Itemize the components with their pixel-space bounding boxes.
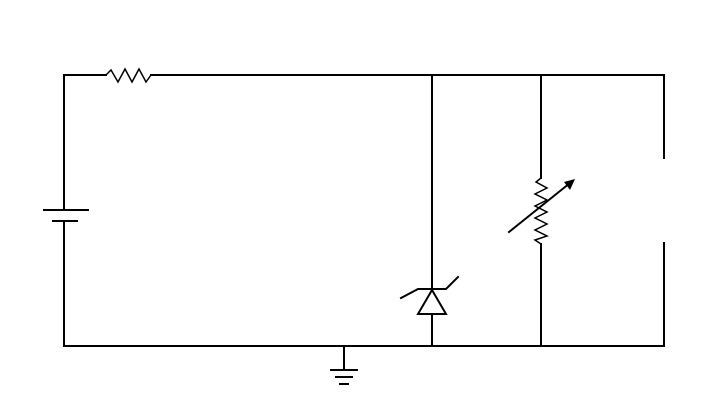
wires	[63, 74, 665, 371]
pot-arrow-head	[564, 179, 575, 190]
ground-icon	[330, 369, 358, 385]
zener-cathode-bar	[399, 275, 460, 300]
pot-arrow-line	[507, 181, 572, 234]
zener-triangle	[416, 288, 448, 315]
zener-diode-icon	[399, 275, 460, 315]
potentiometer-icon	[507, 177, 575, 245]
battery-icon	[43, 209, 89, 222]
pot-zigzag	[533, 177, 549, 245]
resistor-icon	[105, 67, 152, 84]
